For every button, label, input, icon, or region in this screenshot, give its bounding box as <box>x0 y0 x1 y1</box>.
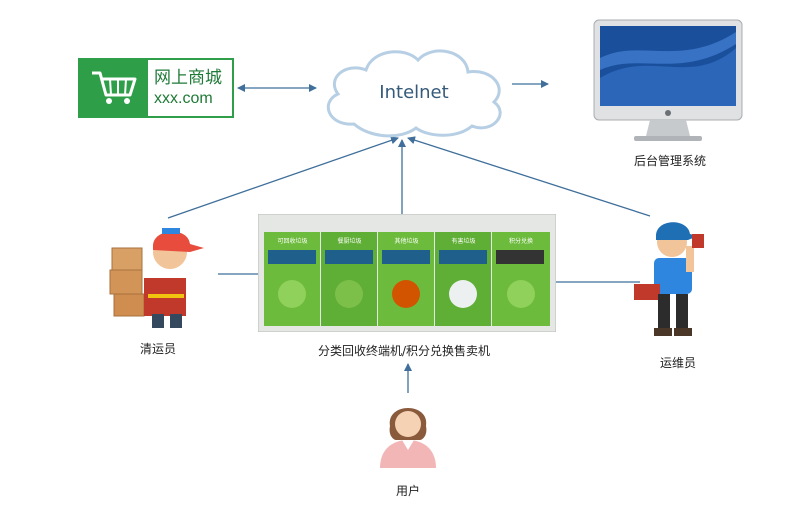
online-shop-logo: 网上商城 xxx.com <box>78 58 234 118</box>
maintainer-label: 运维员 <box>660 356 697 370</box>
machine-panel-label: 有害垃圾 <box>451 238 476 245</box>
admin-computer: 后台管理系统 <box>590 18 746 168</box>
machine-panel-label: 可回收垃圾 <box>277 238 308 245</box>
collector-cloud-line <box>167 136 399 219</box>
internet-cloud-label: Intelnet <box>379 82 448 103</box>
collector-label: 清运员 <box>140 342 177 356</box>
repairman-icon <box>634 222 704 336</box>
maintainer-cloud-line <box>407 136 651 217</box>
shop-domain: xxx.com <box>154 90 213 107</box>
maintainer-figure <box>632 212 722 346</box>
machine-panel-label: 其他垃圾 <box>394 238 419 245</box>
courier-icon <box>109 228 204 328</box>
user-icon <box>380 408 436 468</box>
recycling-machine: 可回收垃圾 餐厨垃圾 其他垃圾 有害垃圾 积分兑换 <box>257 213 557 333</box>
machine-panel-label: 积分兑换 <box>508 238 533 245</box>
shopping-cart-icon <box>80 60 148 116</box>
monitor-icon <box>593 19 743 141</box>
machine-panel-label: 餐厨垃圾 <box>337 238 362 245</box>
collector-figure <box>108 214 218 332</box>
admin-system-label: 后台管理系统 <box>634 154 707 168</box>
user-figure <box>376 396 440 468</box>
shop-title: 网上商城 <box>154 68 222 88</box>
internet-cloud: Intelnet <box>326 49 502 138</box>
user-label: 用户 <box>396 484 421 498</box>
machine-label: 分类回收终端机/积分兑换售卖机 <box>318 344 491 358</box>
